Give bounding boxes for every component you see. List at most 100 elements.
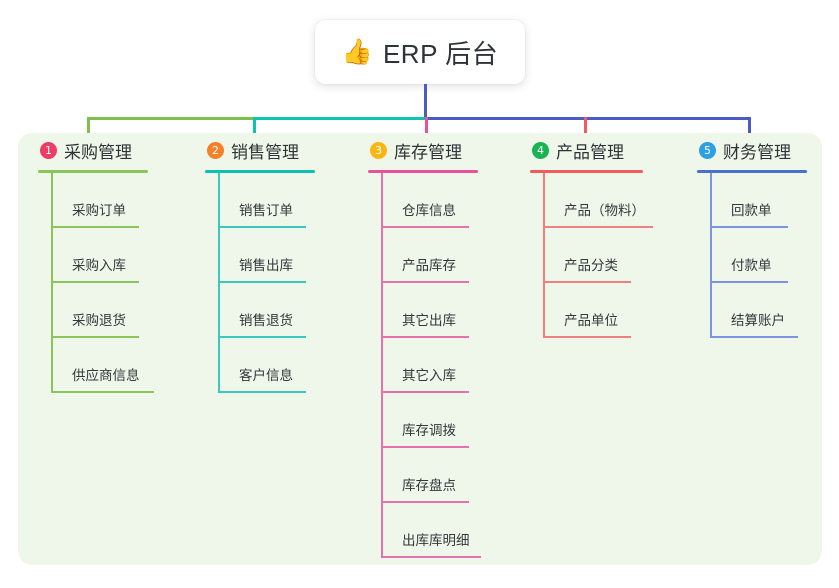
column-title-finance: 财务管理 — [723, 142, 791, 162]
root-node-card[interactable]: 👍 ERP 后台 — [315, 20, 525, 84]
list-item-rule — [381, 391, 469, 393]
list-item-rule — [51, 281, 139, 283]
list-item-rule — [381, 556, 481, 558]
list-item[interactable]: 出库库明细 — [381, 503, 481, 558]
list-item-label: 库存盘点 — [402, 478, 456, 493]
list-item-rule — [218, 391, 306, 393]
item-list-sales: 销售订单销售出库销售退货客户信息 — [218, 173, 315, 393]
list-item-label: 回款单 — [731, 203, 772, 218]
list-item[interactable]: 销售订单 — [218, 173, 315, 228]
list-item[interactable]: 库存调拨 — [381, 393, 478, 448]
column-badge-finance: 5 — [699, 141, 716, 159]
list-item-rule — [218, 336, 306, 338]
list-item-label: 付款单 — [731, 258, 772, 273]
column-header-inventory[interactable]: 3 库存管理 — [368, 133, 478, 167]
list-item-rule — [543, 281, 631, 283]
list-item[interactable]: 其它出库 — [381, 283, 478, 338]
item-stem-sales — [218, 173, 220, 393]
list-item[interactable]: 其它入库 — [381, 338, 478, 393]
list-item[interactable]: 结算账户 — [710, 283, 807, 338]
list-item-label: 产品分类 — [564, 258, 618, 273]
column-header-rule-purchase — [38, 170, 148, 173]
connector-drop-purchase — [87, 117, 90, 145]
column-finance: 5 财务管理回款单付款单结算账户 — [697, 133, 807, 338]
list-item-label: 其它入库 — [402, 368, 456, 383]
list-item[interactable]: 库存盘点 — [381, 448, 478, 503]
connector-bus-green — [87, 117, 254, 120]
item-stem-product — [543, 173, 545, 338]
column-badge-inventory: 3 — [370, 141, 387, 159]
list-item-label: 结算账户 — [731, 313, 785, 328]
connector-bus-teal — [253, 117, 426, 120]
column-badge-product: 4 — [532, 141, 549, 159]
list-item-rule — [381, 281, 469, 283]
list-item-rule — [381, 501, 469, 503]
connector-trunk — [424, 84, 427, 120]
column-inventory: 3 库存管理仓库信息产品库存其它出库其它入库库存调拨库存盘点出库库明细 — [368, 133, 481, 558]
list-item[interactable]: 产品库存 — [381, 228, 478, 283]
list-item[interactable]: 产品（物料） — [543, 173, 653, 228]
list-item-label: 销售出库 — [239, 258, 293, 273]
list-item[interactable]: 采购订单 — [51, 173, 148, 228]
item-list-finance: 回款单付款单结算账户 — [710, 173, 807, 338]
list-item[interactable]: 回款单 — [710, 173, 807, 228]
list-item-label: 仓库信息 — [402, 203, 456, 218]
item-stem-finance — [710, 173, 712, 338]
list-item[interactable]: 销售出库 — [218, 228, 315, 283]
list-item-rule — [51, 391, 154, 393]
list-item-rule — [51, 226, 139, 228]
item-stem-inventory — [381, 173, 383, 558]
list-item-rule — [710, 281, 788, 283]
list-item-rule — [51, 336, 139, 338]
connector-drop-sales — [253, 117, 256, 145]
column-title-inventory: 库存管理 — [394, 142, 462, 162]
list-item-rule — [381, 446, 469, 448]
list-item-label: 采购订单 — [72, 203, 126, 218]
item-stem-purchase — [51, 173, 53, 393]
list-item-rule — [218, 281, 306, 283]
list-item-rule — [710, 226, 788, 228]
list-item-rule — [218, 226, 306, 228]
list-item-rule — [710, 336, 798, 338]
list-item-label: 客户信息 — [239, 368, 293, 383]
list-item[interactable]: 采购退货 — [51, 283, 148, 338]
list-item[interactable]: 付款单 — [710, 228, 807, 283]
list-item[interactable]: 产品单位 — [543, 283, 643, 338]
item-list-inventory: 仓库信息产品库存其它出库其它入库库存调拨库存盘点出库库明细 — [381, 173, 481, 558]
root-node-title: ERP 后台 — [382, 38, 499, 69]
list-item-label: 采购入库 — [72, 258, 126, 273]
list-item[interactable]: 仓库信息 — [381, 173, 478, 228]
list-item-label: 产品库存 — [402, 258, 456, 273]
list-item-label: 库存调拨 — [402, 423, 456, 438]
column-header-rule-inventory — [368, 170, 478, 173]
column-title-sales: 销售管理 — [231, 142, 299, 162]
list-item-label: 产品单位 — [564, 313, 618, 328]
list-item[interactable]: 客户信息 — [218, 338, 315, 393]
column-title-purchase: 采购管理 — [64, 142, 132, 162]
item-list-product: 产品（物料） 产品分类产品单位 — [543, 173, 653, 338]
list-item-label: 产品（物料） — [564, 203, 645, 218]
list-item-label: 出库库明细 — [402, 533, 470, 548]
list-item[interactable]: 采购入库 — [51, 228, 148, 283]
list-item-label: 销售订单 — [239, 203, 293, 218]
list-item[interactable]: 供应商信息 — [51, 338, 154, 393]
column-header-rule-finance — [697, 170, 807, 173]
list-item-rule — [381, 226, 469, 228]
list-item[interactable]: 销售退货 — [218, 283, 315, 338]
connector-drop-inventory — [425, 117, 428, 145]
list-item-label: 供应商信息 — [72, 368, 140, 383]
column-header-rule-product — [530, 170, 643, 173]
list-item-label: 其它出库 — [402, 313, 456, 328]
list-item[interactable]: 产品分类 — [543, 228, 643, 283]
connector-drop-finance — [748, 117, 751, 145]
column-header-finance[interactable]: 5 财务管理 — [697, 133, 807, 167]
list-item-rule — [543, 336, 631, 338]
connector-drop-product — [584, 117, 587, 145]
